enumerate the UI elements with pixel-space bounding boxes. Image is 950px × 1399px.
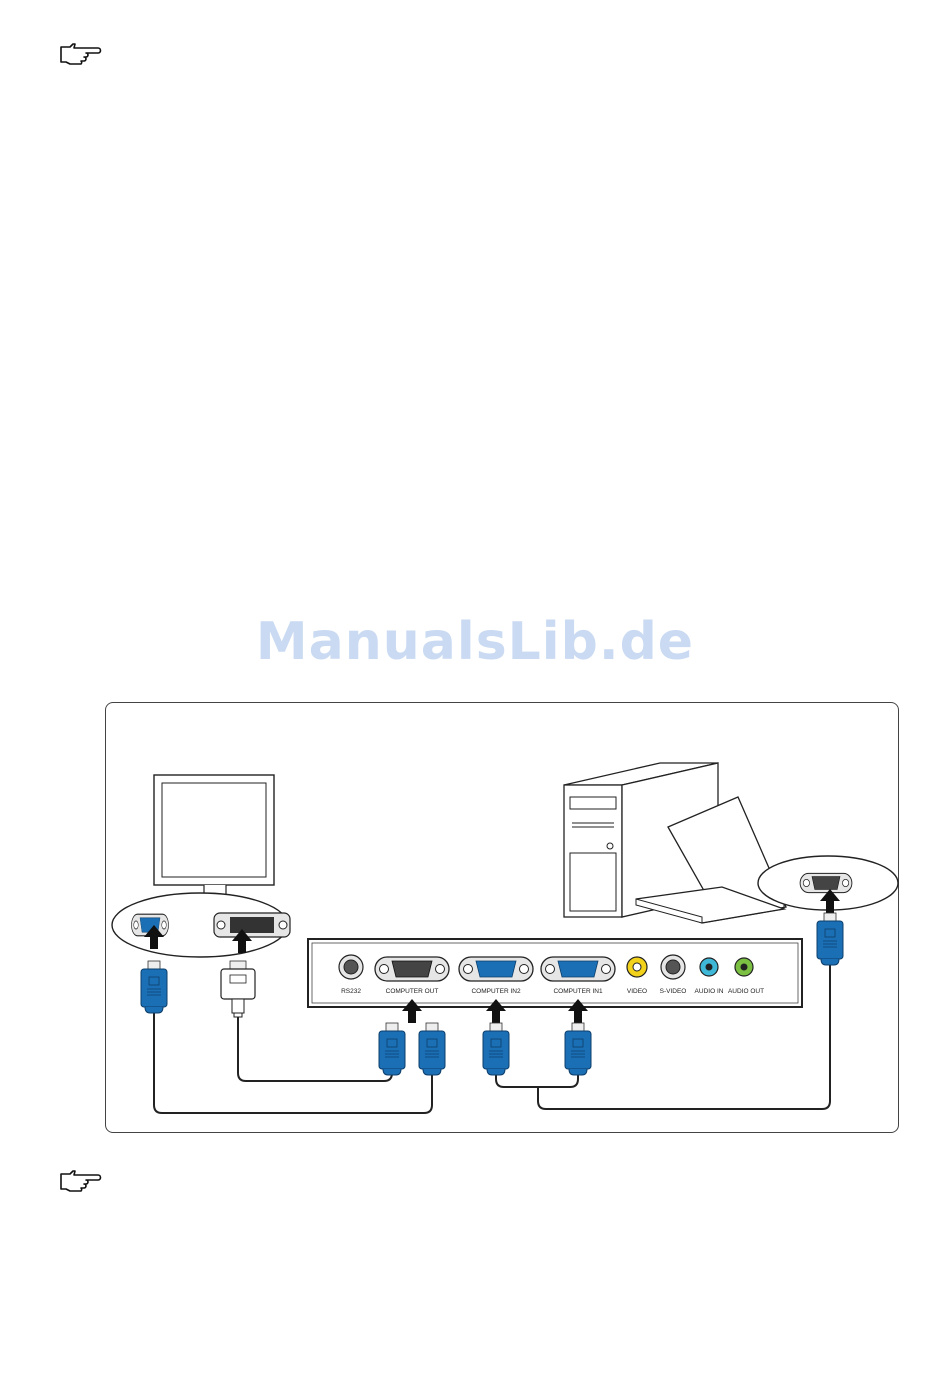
pointing-hand-note-icon <box>58 1168 102 1192</box>
audio-out-port <box>735 958 753 976</box>
computer-in1-label: COMPUTER IN1 <box>553 988 603 995</box>
monitor-illustration <box>154 775 274 905</box>
pointing-hand-note-icon <box>58 41 102 65</box>
vga-plug-monitor <box>141 961 167 1013</box>
audio-in-label: AUDIO IN <box>695 988 724 995</box>
projector-rear-panel: RS232 COMPUTER OUT COMPUTER IN2 COMPUTER… <box>308 939 802 1007</box>
connection-diagram-frame: RS232 COMPUTER OUT COMPUTER IN2 COMPUTER… <box>105 702 899 1133</box>
s-video-port <box>661 955 685 979</box>
vga-plug-out-a <box>379 1023 405 1075</box>
connection-diagram: RS232 COMPUTER OUT COMPUTER IN2 COMPUTER… <box>106 703 900 1134</box>
rs232-label: RS232 <box>341 988 361 995</box>
audio-out-label: AUDIO OUT <box>728 988 764 995</box>
vga-plug-out-b <box>419 1023 445 1075</box>
dvi-plug <box>221 961 255 1017</box>
computer-in2-port <box>459 957 533 981</box>
audio-in-port <box>700 958 718 976</box>
computer-out-port <box>375 957 449 981</box>
video-label: VIDEO <box>627 988 647 995</box>
computer-in1-port <box>541 957 615 981</box>
video-port <box>627 957 647 977</box>
vga-plug-in1 <box>565 1023 591 1075</box>
watermark: ManualsLib.de <box>0 612 950 672</box>
rs232-port <box>339 955 363 979</box>
computer-in2-label: COMPUTER IN2 <box>471 988 521 995</box>
monitor-ports-callout <box>112 893 290 957</box>
vga-plug-computer <box>817 913 843 965</box>
computer-out-label: COMPUTER OUT <box>386 988 439 995</box>
s-video-label: S-VIDEO <box>660 988 687 995</box>
vga-plug-in2 <box>483 1023 509 1075</box>
